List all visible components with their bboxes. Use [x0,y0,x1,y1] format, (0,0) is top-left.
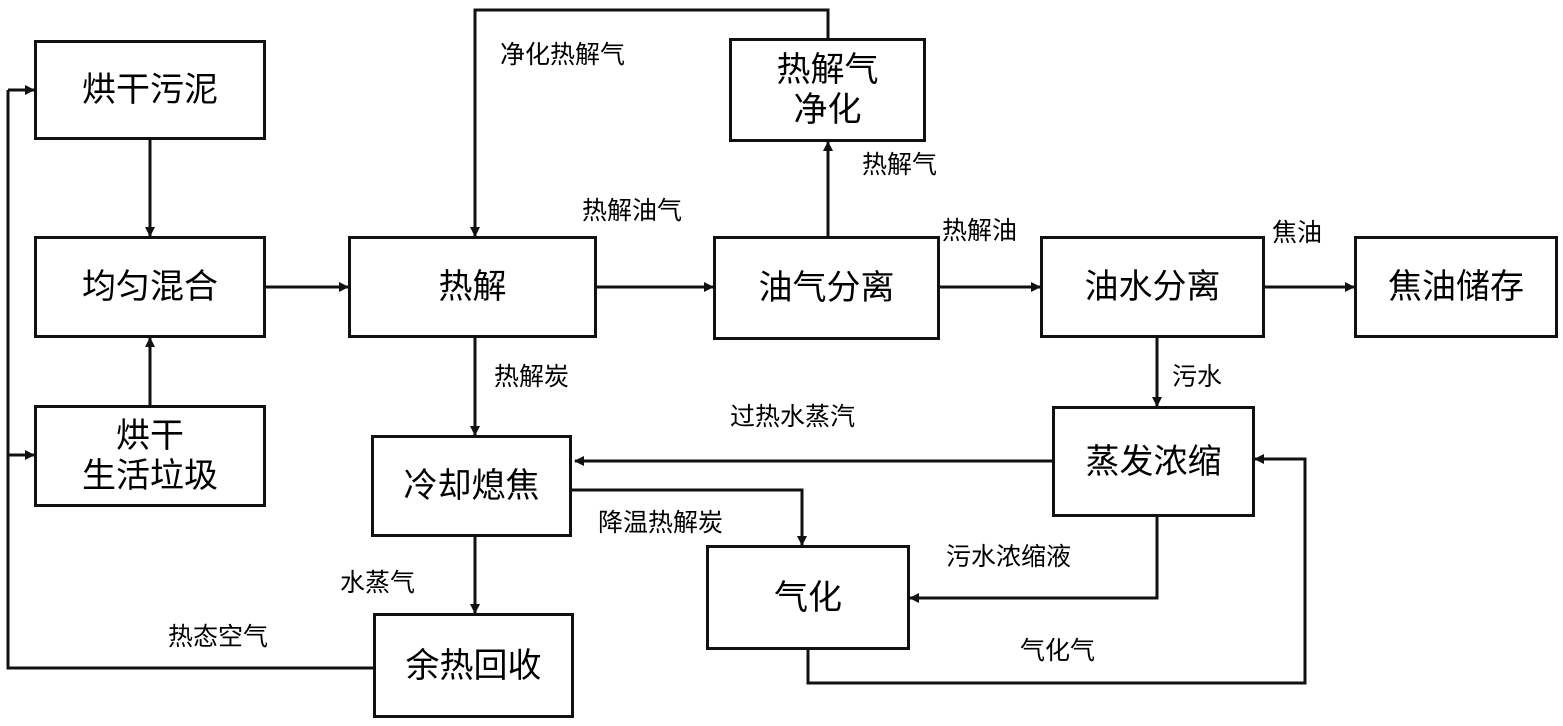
node-dried-waste: 烘干 生活垃圾 [34,405,266,507]
edge-evaporation-to-gasification [909,517,1159,603]
node-gas-purification-label-line1: 热解气 [776,50,879,90]
node-cooling-quench-label: 冷却熄焦 [403,466,540,506]
edge-heatrecovery-hotair-loop [6,90,373,670]
label-tar: 焦油 [1272,218,1323,247]
node-dried-sludge-label: 烘干污泥 [82,70,218,110]
label-steam: 水蒸气 [340,568,416,597]
label-pyrolysis-char: 热解炭 [494,362,570,391]
node-heat-recovery-label: 余热回收 [405,645,542,686]
node-gasification-label: 气化 [774,577,842,618]
label-pyrolysis-oil-gas: 热解油气 [582,196,683,225]
label-hot-air: 热态空气 [168,622,269,651]
node-gas-purification-label-line2: 净化 [793,90,862,130]
node-oil-water-separation-label: 油水分离 [1084,267,1221,307]
label-wastewater: 污水 [1172,362,1223,391]
label-superheated-steam: 过热水蒸汽 [730,402,856,431]
node-pyrolysis: 热解 [348,236,597,338]
node-dried-waste-label-line2: 生活垃圾 [82,456,218,496]
label-purified-gas: 净化热解气 [500,40,626,69]
node-oil-water-separation: 油水分离 [1040,236,1265,338]
node-evaporation-label: 蒸发浓缩 [1085,441,1222,482]
node-gas-purification: 热解气 净化 [729,38,926,142]
edge-purification-to-pyrolysis [470,8,830,237]
edge-cooling-to-gasification [572,488,807,546]
node-tar-storage: 焦油储存 [1354,236,1558,338]
node-mixing-label: 均匀混合 [82,267,218,307]
node-evaporation: 蒸发浓缩 [1052,406,1255,517]
node-gasification: 气化 [706,545,910,650]
node-mixing: 均匀混合 [34,236,266,338]
node-dried-waste-label-line1: 烘干 [116,416,184,456]
node-dried-sludge: 烘干污泥 [34,40,266,140]
label-pyrolysis-gas: 热解气 [862,150,938,179]
label-syngas: 气化气 [1020,636,1096,665]
edge-gasification-to-evaporation [806,454,1307,685]
node-pyrolysis-label: 热解 [438,267,507,307]
label-concentrate: 污水浓缩液 [946,542,1072,571]
node-tar-storage-label: 焦油储存 [1388,267,1524,307]
node-oil-gas-separation-label: 油气分离 [758,268,895,308]
node-heat-recovery: 余热回收 [373,613,574,718]
node-cooling-quench: 冷却熄焦 [371,435,572,537]
label-pyrolysis-oil: 热解油 [942,216,1018,245]
node-oil-gas-separation: 油气分离 [713,236,940,340]
label-cooled-char: 降温热解炭 [598,508,724,537]
